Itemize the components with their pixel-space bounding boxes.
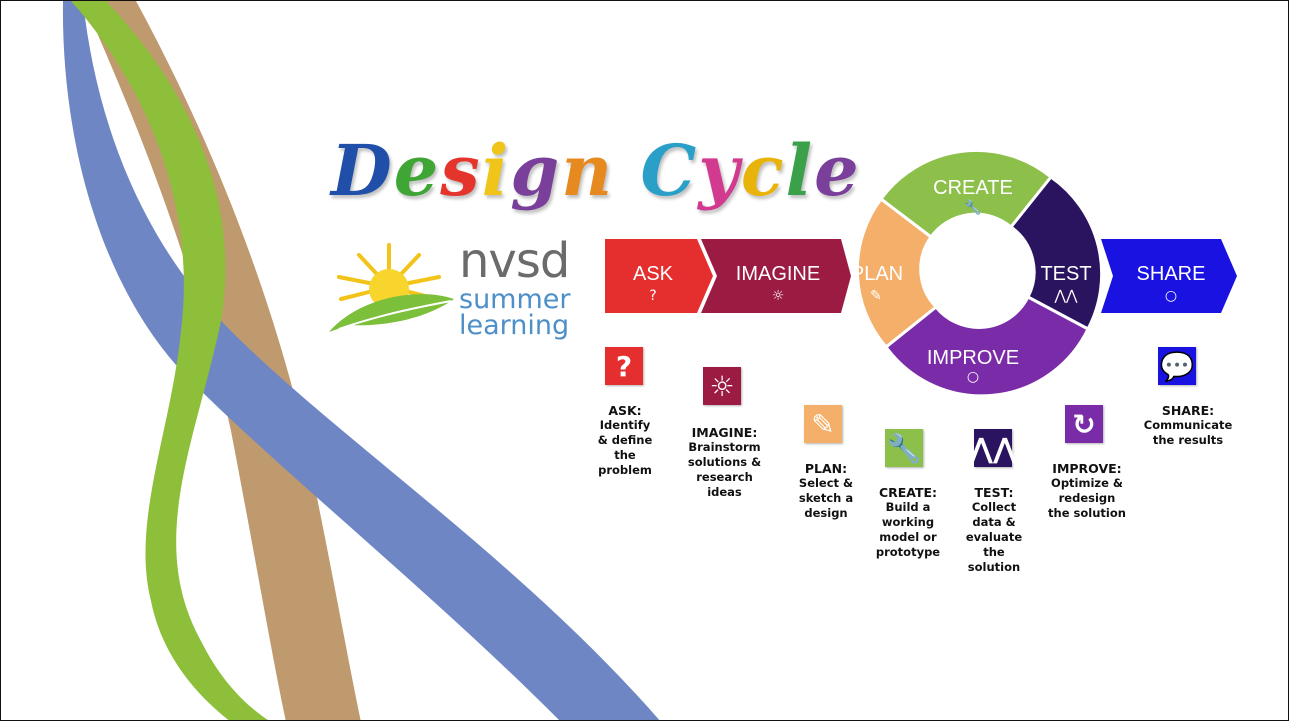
create-line: working [881,515,935,529]
test-line: the [983,545,1005,559]
test-line: Collect [971,500,1017,514]
title-letter: s [440,129,482,212]
ask-arrow-label: ASK [632,263,674,285]
imagine-line: solutions & [687,455,762,469]
page-title: Design Cycle [331,129,861,212]
plan-label: PLAN [850,263,904,285]
create-description: CREATE: Build a working model or prototy… [865,485,951,560]
title-letter: e [814,129,861,212]
speech-bubble-icon: ○ [1164,288,1178,304]
test-segment [1008,174,1104,332]
share-arrow-label: SHARE [1136,263,1206,285]
share-line: the results [1152,433,1224,447]
sun-leaf-icon [329,243,454,332]
title-letter: y [698,129,741,212]
improve-label: IMPROVE [926,347,1020,369]
cycle-arrow-icon: ○ [966,369,980,385]
title-letter: e [393,129,441,212]
share-tile-icon: 💬 [1158,347,1196,385]
plan-line: design [804,506,848,520]
ask-heading: ASK: [608,403,642,418]
logo-word-nvsd: nvsd [459,233,570,289]
imagine-tile-glyph: ☼ [709,369,735,403]
share-description: SHARE: Communicate the results [1135,403,1241,448]
plan-line: Select & [798,476,854,490]
improve-line: the solution [1048,506,1126,520]
logo-word-learning: learning [459,310,570,341]
test-line: solution [967,560,1021,574]
pencil-icon: ✎ [870,288,882,304]
imagine-line: research [696,470,753,484]
plan-line: sketch a [798,491,854,505]
ask-tile-icon: ? [605,347,643,385]
green-ribbon [71,1,269,720]
title-letter: c [740,129,786,212]
title-letter: D [331,129,394,212]
improve-segment [883,294,1090,398]
share-heading: SHARE: [1161,403,1215,418]
test-tile-glyph: ⋀⋀ [969,431,1017,465]
test-tile-icon: ⋀⋀ [969,429,1017,467]
nvsd-logo: nvsd summer learning [319,233,589,347]
share-arrow [1101,239,1237,313]
imagine-arrow-label: IMAGINE [735,263,821,285]
ask-line: problem [598,463,652,477]
ask-line: the [614,448,636,462]
lightbulb-icon: ☼ [771,288,785,304]
title-letter: g [510,129,562,212]
ask-arrow [605,239,713,313]
test-line: data & [972,515,1016,529]
title-letter: i [481,129,511,212]
create-line: prototype [875,545,941,559]
create-tile-glyph: 🔧 [886,431,922,465]
test-label: TEST [1040,263,1092,285]
plan-segment [855,196,939,350]
logo-word-summer: summer [459,284,571,315]
imagine-line: ideas [707,485,742,499]
create-segment [878,148,1054,240]
title-letter: n [561,129,615,212]
ask-description: ASK: Identify & define the problem [585,403,665,478]
imagine-tile-icon: ☼ [703,367,741,405]
plan-heading: PLAN: [804,461,848,476]
imagine-arrow [701,239,851,313]
ask-tile-glyph: ? [615,349,633,383]
title-letter: C [640,129,699,212]
question-icon: ? [649,288,657,304]
waveform-icon: ⋀⋀ [1054,288,1078,304]
test-description: TEST: Collect data & evaluate the soluti… [957,485,1031,575]
improve-description: IMPROVE: Optimize & redesign the solutio… [1037,461,1137,521]
plan-tile-glyph: ✎ [811,407,835,441]
improve-line: Optimize & [1051,476,1123,490]
improve-heading: IMPROVE: [1052,461,1122,476]
create-line: Build a [885,500,931,514]
improve-tile-icon: ↻ [1065,405,1103,443]
ask-line: Identify [599,418,651,432]
share-line: Communicate [1143,418,1233,432]
test-heading: TEST: [974,485,1014,500]
improve-line: redesign [1058,491,1116,505]
improve-tile-glyph: ↻ [1072,407,1096,441]
plan-description: PLAN: Select & sketch a design [786,461,866,521]
create-tile-icon: 🔧 [885,429,923,467]
create-label: CREATE [933,177,1013,199]
create-heading: CREATE: [878,485,938,500]
share-tile-glyph: 💬 [1159,349,1195,383]
imagine-line: Brainstorm [688,440,761,454]
wrench-icon: 🔧 [964,200,982,216]
ask-line: & define [597,433,653,447]
plan-tile-icon: ✎ [804,405,842,443]
imagine-description: IMAGINE: Brainstorm solutions & research… [677,425,772,500]
test-line: evaluate [965,530,1023,544]
title-letter: l [785,129,815,212]
create-line: model or [879,530,937,544]
imagine-heading: IMAGINE: [691,425,758,440]
logo-word-summer-learning: summer learning [459,284,571,341]
